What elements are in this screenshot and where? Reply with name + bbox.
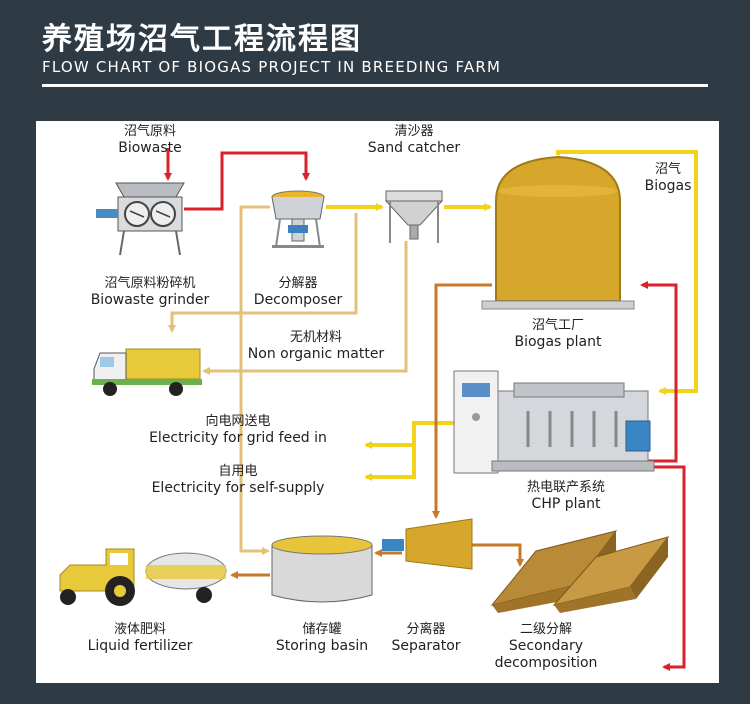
pipe-plant-to-separator xyxy=(432,283,492,519)
flow-chart-panel: 沼气原料 Biowaste 清沙器 Sand catcher 沼气 Biogas… xyxy=(36,121,719,683)
separator-icon xyxy=(382,518,473,570)
label-separator: 分离器 Separator xyxy=(391,622,461,654)
pipe-chp-heat-to-secondary xyxy=(648,465,686,671)
tractor-icon xyxy=(59,548,227,606)
pipe-separator-to-secondary xyxy=(472,543,524,567)
header-divider xyxy=(42,84,708,87)
label-biogas: 沼气 Biogas xyxy=(644,162,692,194)
label-non-organic: 无机材料 Non organic matter xyxy=(247,330,385,362)
label-liquid-fertilizer: 液体肥料 Liquid fertilizer xyxy=(87,622,193,654)
label-chp-plant: 热电联产系统 CHP plant xyxy=(526,480,606,512)
biogas-plant-tank-icon xyxy=(481,155,635,310)
label-storing-basin: 储存罐 Storing basin xyxy=(275,622,369,654)
truck-icon xyxy=(92,348,202,396)
pipe-chp-heat-to-plant xyxy=(640,281,678,463)
label-decomposer: 分解器 Decomposer xyxy=(253,276,343,308)
label-biowaste-grinder: 沼气原料粉碎机 Biowaste grinder xyxy=(90,276,210,308)
label-sand-catcher: 清沙器 Sand catcher xyxy=(367,124,461,156)
page-subtitle: FLOW CHART OF BIOGAS PROJECT IN BREEDING… xyxy=(42,58,502,76)
sand-catcher-icon xyxy=(384,190,444,243)
flow-chart-diagram xyxy=(59,148,698,671)
label-grid-feed: 向电网送电 Electricity for grid feed in xyxy=(149,414,327,446)
storing-basin-icon xyxy=(271,535,373,603)
pipe-grinder-to-decomposer xyxy=(184,151,310,211)
secondary-decomposition-icon xyxy=(490,530,670,613)
pipe-tan-return xyxy=(239,205,270,555)
biowaste-grinder-icon xyxy=(96,182,185,256)
pipe-decomposer-to-truck xyxy=(168,213,358,333)
chp-plant-icon xyxy=(453,370,655,474)
label-secondary-decomposition: 二级分解 Secondary decomposition xyxy=(494,622,598,671)
pipe-electricity-grid xyxy=(364,421,456,449)
pipe-sandcatcher-down xyxy=(202,241,408,375)
page-title: 养殖场沼气工程流程图 xyxy=(42,22,362,57)
label-biogas-plant: 沼气工厂 Biogas plant xyxy=(514,318,602,350)
label-self-supply: 自用电 Electricity for self-supply xyxy=(151,464,325,496)
decomposer-icon xyxy=(271,190,325,248)
pipe-electricity-self xyxy=(364,445,416,481)
pipe-biogas-to-chp xyxy=(556,150,698,395)
label-biowaste: 沼气原料 Biowaste xyxy=(118,124,182,156)
